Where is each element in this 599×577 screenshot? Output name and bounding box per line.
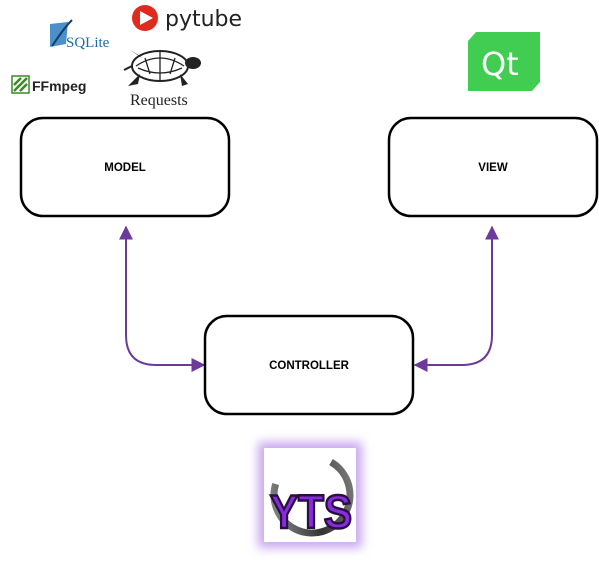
pytube-logo: pytube [132, 5, 242, 32]
yts-logo: YTS [258, 442, 362, 548]
qt-logo-text: Qt [481, 45, 519, 83]
yts-logo-text: YTS [270, 485, 352, 538]
play-triangle [140, 11, 153, 25]
view-controller-arrow [413, 225, 499, 372]
yts-ring-icon [270, 453, 354, 537]
ffmpeg-logo: FFmpeg [11, 75, 86, 94]
requests-logo-text: Requests [130, 92, 188, 109]
model-label: MODEL [104, 162, 146, 174]
turtle-icon [123, 50, 201, 86]
sqlite-feather-stroke [51, 19, 73, 47]
qt-logo: Qt [468, 32, 540, 91]
controller-box: CONTROLLER [203, 314, 415, 416]
model-box: MODEL [19, 116, 231, 218]
sqlite-logo-text: SQLite [66, 35, 110, 51]
qt-logo-background [468, 32, 540, 91]
controller-label: CONTROLLER [269, 360, 350, 372]
view-label: VIEW [478, 162, 508, 174]
requests-logo: Requests [123, 50, 201, 109]
sqlite-logo: SQLite [50, 19, 110, 51]
ffmpeg-logo-text: FFmpeg [32, 78, 86, 94]
pytube-logo-text: pytube [165, 7, 242, 32]
view-box: VIEW [387, 116, 599, 218]
model-controller-arrow [119, 225, 206, 372]
